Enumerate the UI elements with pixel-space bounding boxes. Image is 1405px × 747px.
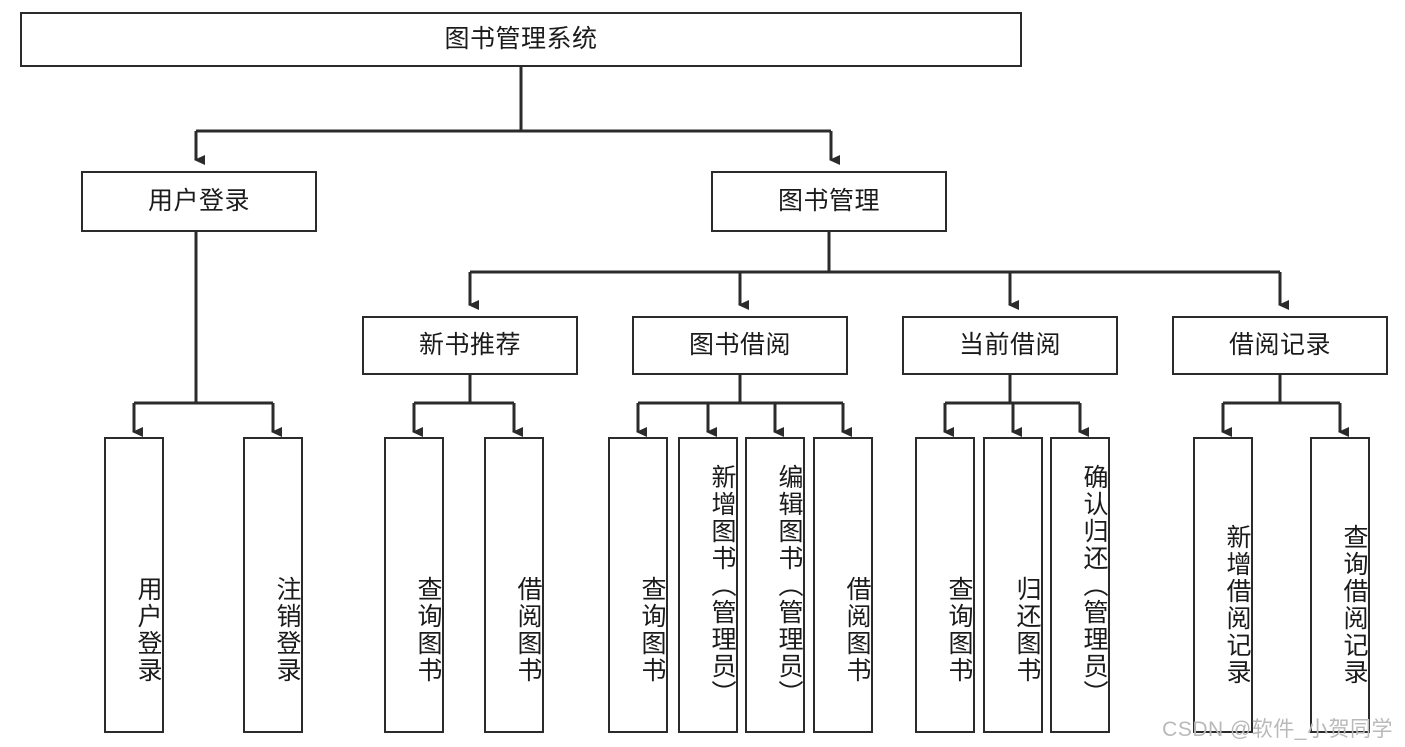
- leaf-borrow-records-add[interactable]: 新增借阅记录: [1193, 437, 1253, 733]
- node-label: 借阅图书: [843, 576, 871, 684]
- node-new-book-recommend[interactable]: 新书推荐: [362, 316, 578, 375]
- node-label: 归还图书: [1013, 576, 1041, 684]
- node-root-system[interactable]: 图书管理系统: [20, 12, 1022, 67]
- node-label: 确认归还（管理员）: [1080, 463, 1108, 707]
- node-borrow-records[interactable]: 借阅记录: [1172, 316, 1388, 375]
- node-label: 注销登录: [273, 576, 301, 684]
- leaf-book-borrow-query[interactable]: 查询图书: [608, 437, 668, 733]
- node-label: 查询图书: [414, 576, 442, 684]
- leaf-current-borrow-query[interactable]: 查询图书: [915, 437, 975, 733]
- node-label: 新书推荐: [418, 330, 521, 359]
- leaf-new-book-query[interactable]: 查询图书: [384, 437, 444, 733]
- node-label: 用户登录: [147, 186, 250, 215]
- leaf-current-borrow-confirm-return[interactable]: 确认归还（管理员）: [1050, 437, 1110, 733]
- node-label: 查询图书: [638, 576, 666, 684]
- leaf-book-borrow-edit[interactable]: 编辑图书（管理员）: [745, 437, 805, 733]
- node-label: 图书借阅: [688, 330, 791, 359]
- node-label: 查询图书: [945, 576, 973, 684]
- node-book-management[interactable]: 图书管理: [711, 171, 947, 232]
- node-label: 查询借阅记录: [1340, 524, 1368, 686]
- node-user-login[interactable]: 用户登录: [81, 171, 317, 232]
- node-label: 用户登录: [134, 576, 162, 684]
- node-label: 图书管理: [777, 186, 880, 215]
- leaf-user-login-login[interactable]: 用户登录: [104, 437, 164, 733]
- node-current-borrow[interactable]: 当前借阅: [902, 316, 1118, 375]
- node-label: 当前借阅: [958, 330, 1061, 359]
- leaf-new-book-borrow[interactable]: 借阅图书: [484, 437, 544, 733]
- node-label: 借阅记录: [1228, 330, 1331, 359]
- leaf-current-borrow-return[interactable]: 归还图书: [983, 437, 1043, 733]
- leaf-user-login-logout[interactable]: 注销登录: [243, 437, 303, 733]
- leaf-book-borrow-lend[interactable]: 借阅图书: [813, 437, 873, 733]
- node-label: 新增图书（管理员）: [708, 463, 736, 707]
- node-label: 图书管理系统: [444, 24, 598, 53]
- leaf-borrow-records-query[interactable]: 查询借阅记录: [1310, 437, 1370, 733]
- node-label: 借阅图书: [514, 576, 542, 684]
- node-label: 编辑图书（管理员）: [775, 463, 803, 707]
- watermark-text: CSDN @软件_小贺同学: [1162, 718, 1393, 741]
- node-label: 新增借阅记录: [1223, 524, 1251, 686]
- node-book-borrow[interactable]: 图书借阅: [632, 316, 848, 375]
- leaf-book-borrow-add[interactable]: 新增图书（管理员）: [678, 437, 738, 733]
